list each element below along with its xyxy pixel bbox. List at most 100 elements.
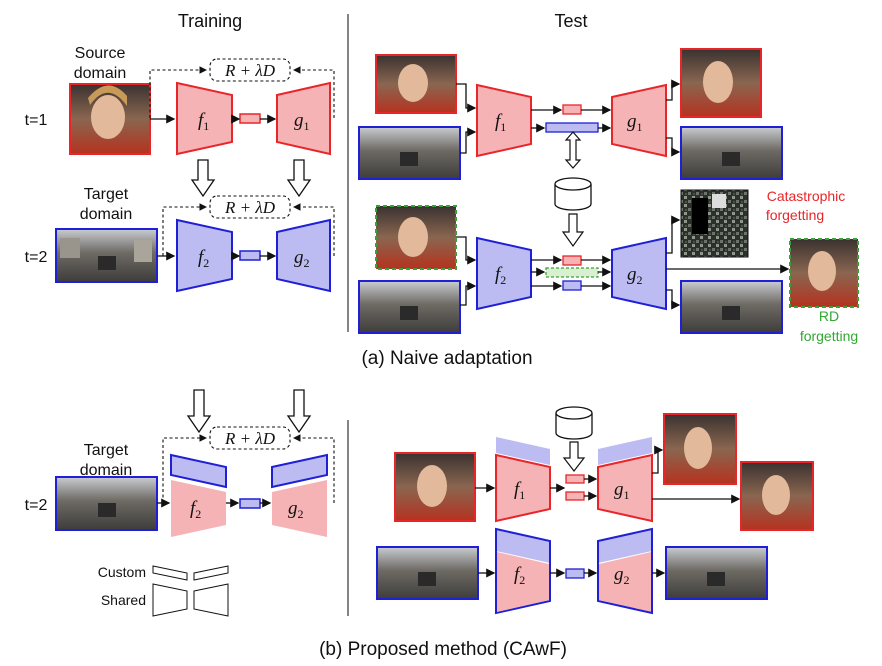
decoder-g1-label: g1 — [294, 110, 310, 133]
test-decoder-g2-custom — [598, 529, 652, 563]
rd-forgetting-output-image — [789, 238, 859, 308]
transfer-arrow-g — [286, 159, 312, 198]
test-decoder-g2-b-label: g2 — [614, 564, 630, 587]
source-label-line1: Source — [75, 45, 126, 62]
decoder-g2-custom — [271, 453, 328, 489]
legend-shared-left-shape — [152, 583, 188, 617]
loss-label-t1: R + λD — [224, 61, 276, 80]
test-code-green-t2 — [545, 267, 599, 278]
test-encoder-f2-b-label: f2 — [514, 564, 525, 587]
target-street-image-b — [55, 476, 158, 531]
test-code-blue-t1 — [545, 122, 599, 133]
bottleneck-t2 — [239, 250, 261, 261]
test-code-red-t2 — [562, 255, 582, 266]
target-label-line1: Target — [84, 186, 129, 203]
decoder-g1 — [276, 81, 331, 156]
test-decoder-g2-outline — [597, 527, 653, 615]
test-decoder-g2 — [611, 236, 667, 311]
encoder-f2-shared — [171, 480, 226, 537]
test-encoder-f2-custom — [496, 529, 550, 563]
test-street-input-t1 — [358, 126, 461, 180]
test-street-input-t2 — [358, 280, 461, 334]
loss-label-t2: R + λD — [224, 198, 276, 217]
legend-shared-label: Shared — [101, 592, 146, 608]
db-down-arrow-a — [561, 213, 585, 248]
test-code-red-b2 — [565, 491, 585, 501]
catastrophic-output-image — [680, 189, 749, 258]
bottleneck-t1 — [239, 113, 261, 124]
test-encoder-f2 — [476, 236, 532, 311]
step-t2-b: t=2 — [25, 497, 48, 514]
test-encoder-f1-b — [495, 453, 551, 523]
encoder-f1 — [176, 81, 233, 156]
target-label-line2: domain — [80, 206, 132, 223]
encoder-f1-label: f1 — [198, 110, 209, 133]
training-title: Training — [178, 11, 242, 31]
legend-custom-right-shape — [193, 565, 229, 581]
test-decoder-g1-label: g1 — [627, 111, 643, 134]
test-face-input-t1 — [375, 54, 457, 114]
test-encoder-f2-label: f2 — [495, 264, 506, 287]
loss-box-b — [209, 426, 291, 450]
test-decoder-g1-b — [597, 453, 653, 523]
target-label-b-line2: domain — [80, 462, 132, 479]
decoder-g2-b-label: g2 — [288, 498, 304, 521]
test-code-red-t1 — [562, 104, 582, 115]
test-decoder-g2-label: g2 — [627, 264, 643, 287]
legend-custom-left-shape — [152, 565, 188, 581]
test-street-output-t2 — [680, 280, 783, 334]
source-face-image — [69, 83, 151, 155]
test-encoder-f1-label: f1 — [495, 111, 506, 134]
decoder-g2-label: g2 — [294, 247, 310, 270]
test-street-input-b — [376, 546, 479, 600]
test-decoder-g1 — [611, 83, 667, 158]
step-t2: t=2 — [25, 249, 48, 266]
legend-shared-right-shape — [193, 583, 229, 617]
loss-label-b: R + λD — [224, 429, 276, 448]
target-street-image — [55, 228, 158, 283]
test-encoder-f1-custom — [496, 437, 550, 465]
test-code-red-b1 — [565, 474, 585, 484]
caption-b: (b) Proposed method (CAwF) — [319, 639, 567, 660]
swap-arrow — [564, 131, 582, 169]
test-face-input-b — [394, 452, 476, 522]
database-icon-b — [555, 406, 593, 440]
target-label-b-line1: Target — [84, 442, 129, 459]
decoder-g2 — [276, 218, 331, 293]
test-decoder-g1-custom — [598, 437, 652, 465]
encoder-f2-custom — [170, 453, 227, 489]
loss-box-t1 — [209, 58, 291, 82]
transfer-arrow-f — [190, 159, 216, 198]
encoder-f2-label: f2 — [198, 247, 209, 270]
encoder-f2-b-label: f2 — [190, 498, 201, 521]
caption-a: (a) Naive adaptation — [361, 348, 532, 369]
source-label-line2: domain — [74, 65, 126, 82]
catastrophic-label-line2: forgetting — [766, 207, 824, 223]
test-street-output-b — [665, 546, 768, 600]
database-icon-a — [554, 177, 592, 211]
test-encoder-f1-b-label: f1 — [514, 479, 525, 502]
catastrophic-label-line1: Catastrophic — [767, 188, 846, 204]
test-code-blue-b — [565, 568, 585, 579]
test-street-output-t1 — [680, 126, 783, 180]
test-code-blue-t2 — [562, 280, 582, 291]
db-down-arrow-b — [562, 441, 586, 472]
test-encoder-f2-shared — [497, 552, 549, 612]
bottleneck-b — [239, 498, 261, 509]
transfer-arrow-g-b — [286, 389, 312, 434]
test-decoder-g1-b-label: g1 — [614, 479, 630, 502]
transfer-arrow-f-b — [186, 389, 212, 434]
legend-custom-label: Custom — [98, 564, 146, 580]
test-encoder-f1 — [476, 83, 532, 158]
loss-box-t2 — [209, 195, 291, 219]
rd-label-line1: RD — [819, 308, 839, 324]
test-face-input-t2 — [375, 205, 457, 270]
rd-label-line2: forgetting — [800, 328, 858, 344]
test-title: Test — [554, 11, 587, 31]
step-t1: t=1 — [25, 112, 48, 129]
test-face-output-b2 — [740, 461, 814, 531]
test-face-output-b1 — [663, 413, 737, 485]
test-face-output-t1 — [680, 48, 762, 118]
